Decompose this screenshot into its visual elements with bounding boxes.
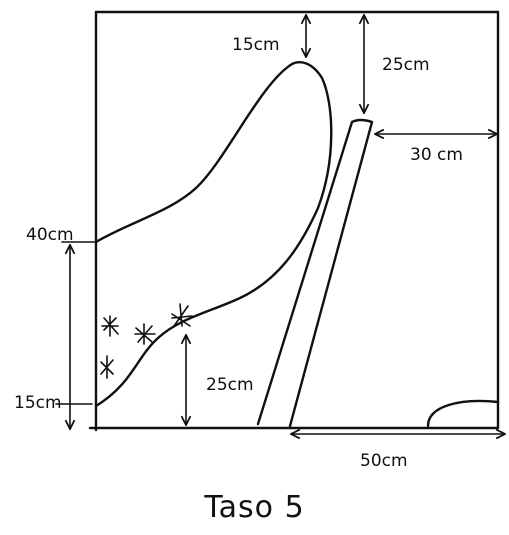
caption: Taso 5 bbox=[204, 490, 305, 525]
blob-shape bbox=[94, 61, 333, 408]
cross-mark bbox=[101, 315, 119, 337]
cross-mark bbox=[100, 355, 114, 379]
label-height-25: 25cm bbox=[206, 375, 254, 395]
label-height-40: 40cm bbox=[26, 225, 74, 245]
slanted-pole bbox=[256, 118, 374, 428]
label-top-gap: 15cm bbox=[232, 35, 280, 55]
label-bottom-50: 50cm bbox=[360, 451, 408, 471]
bump-obstacle bbox=[426, 399, 500, 428]
cross-mark bbox=[134, 323, 156, 345]
cross-mark bbox=[171, 303, 193, 327]
level-5-diagram: 15cm 25cm 30 cm 40cm 15cm 25cm 50cm bbox=[14, 10, 509, 471]
label-pole-right-gap: 30 cm bbox=[410, 145, 463, 165]
cross-marks bbox=[100, 303, 193, 379]
label-pole-top-gap: 25cm bbox=[382, 55, 430, 75]
label-height-15: 15cm bbox=[14, 393, 62, 413]
